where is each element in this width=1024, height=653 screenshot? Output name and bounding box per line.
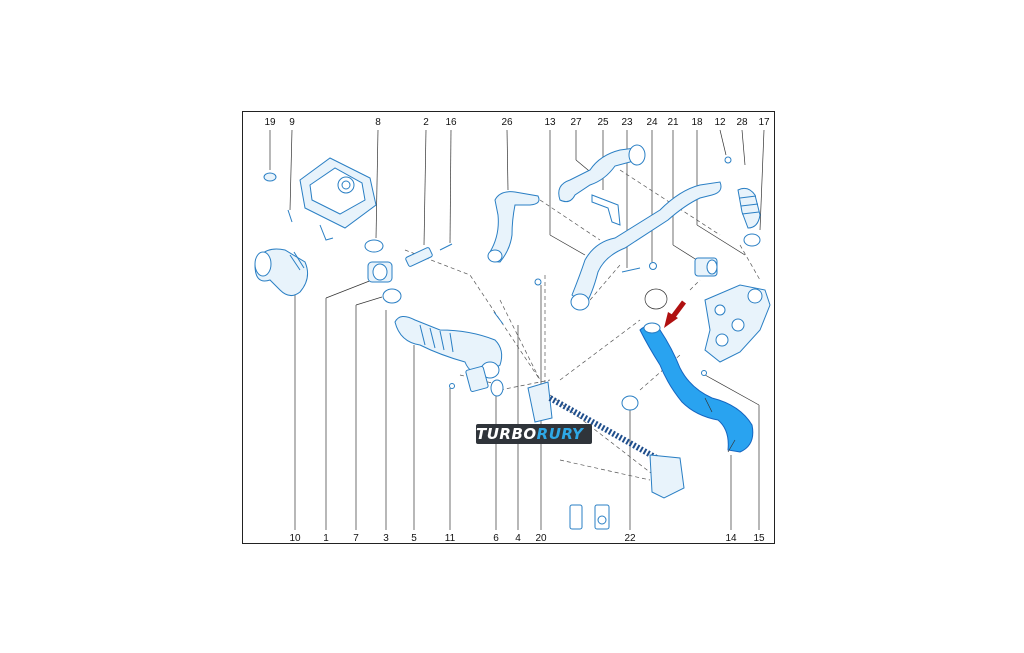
red-arrow-pointer [664, 300, 686, 328]
nut-12 [724, 156, 732, 164]
hose-13 [570, 181, 722, 311]
plug-24 [649, 262, 657, 270]
intake-hose-10 [254, 248, 309, 296]
callout-10: 10 [289, 533, 301, 544]
hose-28 [737, 187, 761, 247]
intercooler [527, 381, 685, 499]
intake-hose-5 [394, 316, 503, 379]
turborury-logo: TURBORURY [476, 424, 592, 444]
bracket-25 [591, 194, 621, 226]
hose-27 [558, 144, 646, 203]
logo-text-turbo: TURBO [476, 425, 537, 443]
sensor-23 [621, 267, 641, 273]
callout-7: 7 [353, 533, 359, 544]
callout-20: 20 [535, 533, 547, 544]
o-ring-8 [364, 239, 384, 253]
clamp-22 [621, 395, 639, 411]
o-ring-black [644, 288, 668, 310]
detail-fasteners [569, 504, 610, 530]
callout-3: 3 [383, 533, 389, 544]
callout-15: 15 [753, 533, 765, 544]
callout-16: 16 [445, 117, 457, 128]
valve-21 [694, 257, 718, 277]
top-leader-lines [269, 129, 765, 268]
turbo-manifold-18 [704, 284, 771, 363]
bottom-leader-lines [294, 279, 760, 530]
callout-4: 4 [515, 533, 521, 544]
callout-21: 21 [667, 117, 679, 128]
callout-25: 25 [597, 117, 609, 128]
bracket-11 [449, 365, 489, 393]
bolt-20 [534, 278, 542, 286]
logo-text-rury: RURY [536, 425, 584, 443]
charge-pipe-26 [487, 191, 540, 263]
callout-11: 11 [445, 533, 456, 544]
callout-14: 14 [725, 533, 737, 544]
bolt-4 [493, 311, 504, 325]
clamp-3 [382, 288, 402, 304]
callout-28: 28 [736, 117, 748, 128]
cap-19 [263, 172, 277, 182]
highlighted-hose-14 [639, 322, 754, 453]
callout-12: 12 [714, 117, 726, 128]
screw-16 [439, 243, 453, 251]
callout-17: 17 [758, 117, 770, 128]
callout-24: 24 [646, 117, 658, 128]
callout-6: 6 [493, 533, 499, 544]
air-filter-box [299, 157, 377, 241]
sensor-2 [405, 247, 433, 267]
callout-13: 13 [544, 117, 556, 128]
clip-15 [701, 370, 707, 376]
callout-8: 8 [375, 117, 381, 128]
callout-2: 2 [423, 117, 429, 128]
callout-23: 23 [621, 117, 633, 128]
callout-18: 18 [691, 117, 703, 128]
callout-5: 5 [411, 533, 417, 544]
callout-26: 26 [501, 117, 513, 128]
callout-19: 19 [264, 117, 276, 128]
callout-22: 22 [624, 533, 636, 544]
seal-6 [490, 379, 504, 397]
callout-27: 27 [570, 117, 582, 128]
callout-1: 1 [323, 533, 329, 544]
airflow-meter-1 [367, 261, 393, 283]
bolt-9 [287, 209, 293, 223]
callout-9: 9 [289, 117, 295, 128]
